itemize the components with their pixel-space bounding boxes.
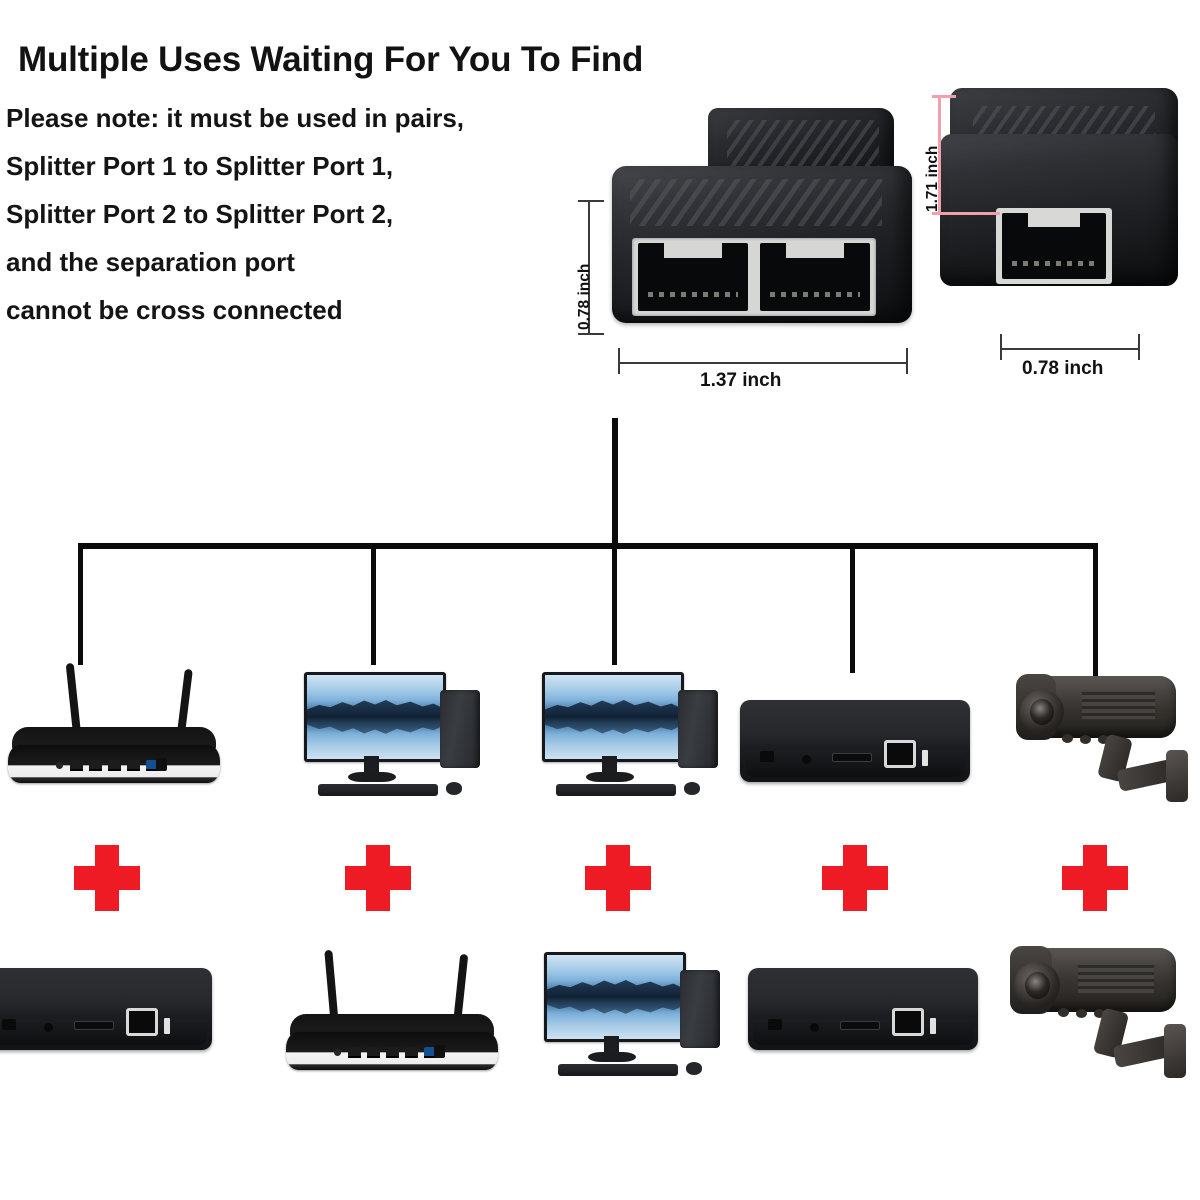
dimension-label-width-side: 0.78 inch bbox=[1022, 358, 1104, 379]
connector-drop-3 bbox=[612, 543, 617, 665]
camera-screw bbox=[1080, 735, 1091, 744]
dimension-tick bbox=[1000, 334, 1002, 360]
monitor-stand-base bbox=[588, 1052, 636, 1062]
monitor-stand-neck bbox=[604, 1036, 619, 1054]
camera-lens bbox=[1030, 699, 1054, 725]
stb-av-port bbox=[2, 1019, 16, 1030]
rj45-port-shield bbox=[996, 208, 1112, 284]
usage-note: Please note: it must be used in pairs, S… bbox=[6, 105, 646, 345]
monitor-screen bbox=[542, 672, 684, 762]
device-wireless-router bbox=[8, 662, 220, 783]
camera-wall-mount bbox=[1164, 1024, 1186, 1078]
dimension-label-height-front: 0.78 inch bbox=[576, 263, 593, 330]
dimension-label-width-front: 1.37 inch bbox=[700, 370, 782, 391]
stb-av-port bbox=[760, 751, 774, 762]
rj45-port-2 bbox=[760, 243, 870, 311]
camera-screw bbox=[1094, 1009, 1105, 1018]
camera-screw bbox=[1098, 735, 1109, 744]
rj45-port-1 bbox=[638, 243, 748, 311]
router-chassis bbox=[8, 727, 220, 783]
monitor-stand-base bbox=[586, 772, 634, 782]
camera-lens bbox=[1025, 972, 1050, 999]
stb-hdmi-port bbox=[74, 1021, 114, 1030]
note-line: Splitter Port 1 to Splitter Port 1, bbox=[6, 151, 394, 181]
device-set-top-box bbox=[748, 968, 978, 1050]
stb-hdmi-port bbox=[832, 753, 872, 762]
monitor-stand-base bbox=[348, 772, 396, 782]
stb-power-jack bbox=[44, 1023, 53, 1032]
connector-trunk bbox=[612, 418, 618, 548]
dimension-tick bbox=[1138, 334, 1140, 360]
device-desktop-computer bbox=[540, 948, 732, 1078]
pc-tower bbox=[678, 690, 718, 768]
monitor-screen bbox=[544, 952, 686, 1042]
product-photo-dual-port bbox=[612, 108, 912, 323]
dimension-line-height-front bbox=[588, 200, 590, 335]
stb-led-indicator bbox=[930, 1018, 936, 1034]
stb-led-indicator bbox=[164, 1018, 170, 1034]
dimension-tick bbox=[906, 348, 908, 374]
mouse bbox=[446, 782, 462, 795]
monitor-stand-neck bbox=[602, 756, 617, 774]
plus-icon bbox=[822, 845, 888, 911]
device-set-top-box bbox=[0, 968, 212, 1050]
rj45-port-single bbox=[1002, 213, 1106, 279]
rj45-port-shield bbox=[632, 238, 876, 316]
dimension-tick bbox=[578, 333, 604, 335]
camera-wall-mount bbox=[1166, 750, 1188, 802]
device-desktop-computer bbox=[538, 668, 730, 798]
mouse bbox=[684, 782, 700, 795]
dimension-line-height-side bbox=[938, 95, 941, 215]
note-line: Please note: it must be used in pairs, bbox=[6, 103, 465, 133]
dimension-line-width-side bbox=[1000, 348, 1140, 350]
connector-bus bbox=[78, 543, 1098, 549]
pc-tower bbox=[680, 970, 720, 1048]
dimension-tick bbox=[578, 200, 604, 202]
keyboard bbox=[558, 1064, 678, 1076]
stb-power-jack bbox=[802, 755, 811, 764]
dimension-line-width-front bbox=[618, 362, 908, 364]
plus-icon bbox=[74, 845, 140, 911]
monitor-stand-neck bbox=[364, 756, 379, 774]
device-security-camera bbox=[1000, 944, 1196, 1094]
keyboard bbox=[318, 784, 438, 796]
stb-power-jack bbox=[810, 1023, 819, 1032]
connector-drop-2 bbox=[371, 543, 376, 665]
stb-hdmi-port bbox=[840, 1021, 880, 1030]
dimension-tick bbox=[932, 95, 956, 98]
plus-icon bbox=[1062, 845, 1128, 911]
note-line: and the separation port bbox=[6, 247, 295, 277]
dimension-label-height-side: 1.71 inch bbox=[924, 145, 941, 212]
splitter-body bbox=[612, 166, 912, 323]
stb-led-indicator bbox=[922, 750, 928, 766]
device-desktop-computer bbox=[300, 668, 492, 798]
camera-screw bbox=[1058, 1008, 1069, 1017]
connector-drop-1 bbox=[78, 543, 83, 665]
stb-rj45-port bbox=[126, 1008, 158, 1036]
dimension-tick bbox=[618, 348, 620, 374]
device-wireless-router bbox=[286, 949, 498, 1070]
pc-tower bbox=[440, 690, 480, 768]
dimension-tick bbox=[932, 212, 1000, 215]
router-chassis bbox=[286, 1014, 498, 1070]
connector-drop-5 bbox=[1093, 543, 1098, 677]
keyboard bbox=[556, 784, 676, 796]
mouse bbox=[686, 1062, 702, 1075]
note-line: Splitter Port 2 to Splitter Port 2, bbox=[6, 199, 394, 229]
stb-av-port bbox=[768, 1019, 782, 1030]
note-line: cannot be cross connected bbox=[6, 295, 343, 325]
plus-icon bbox=[345, 845, 411, 911]
device-set-top-box bbox=[740, 700, 970, 782]
product-photo-single-port bbox=[940, 88, 1178, 328]
monitor-screen bbox=[304, 672, 446, 762]
page-title: Multiple Uses Waiting For You To Find bbox=[18, 40, 644, 79]
camera-screw bbox=[1062, 734, 1073, 743]
device-security-camera bbox=[1006, 672, 1196, 817]
camera-screw bbox=[1076, 1009, 1087, 1018]
plus-icon bbox=[585, 845, 651, 911]
connector-drop-4 bbox=[850, 543, 855, 673]
stb-rj45-port bbox=[884, 740, 916, 768]
stb-rj45-port bbox=[892, 1008, 924, 1036]
splitter-side-body bbox=[940, 134, 1178, 286]
